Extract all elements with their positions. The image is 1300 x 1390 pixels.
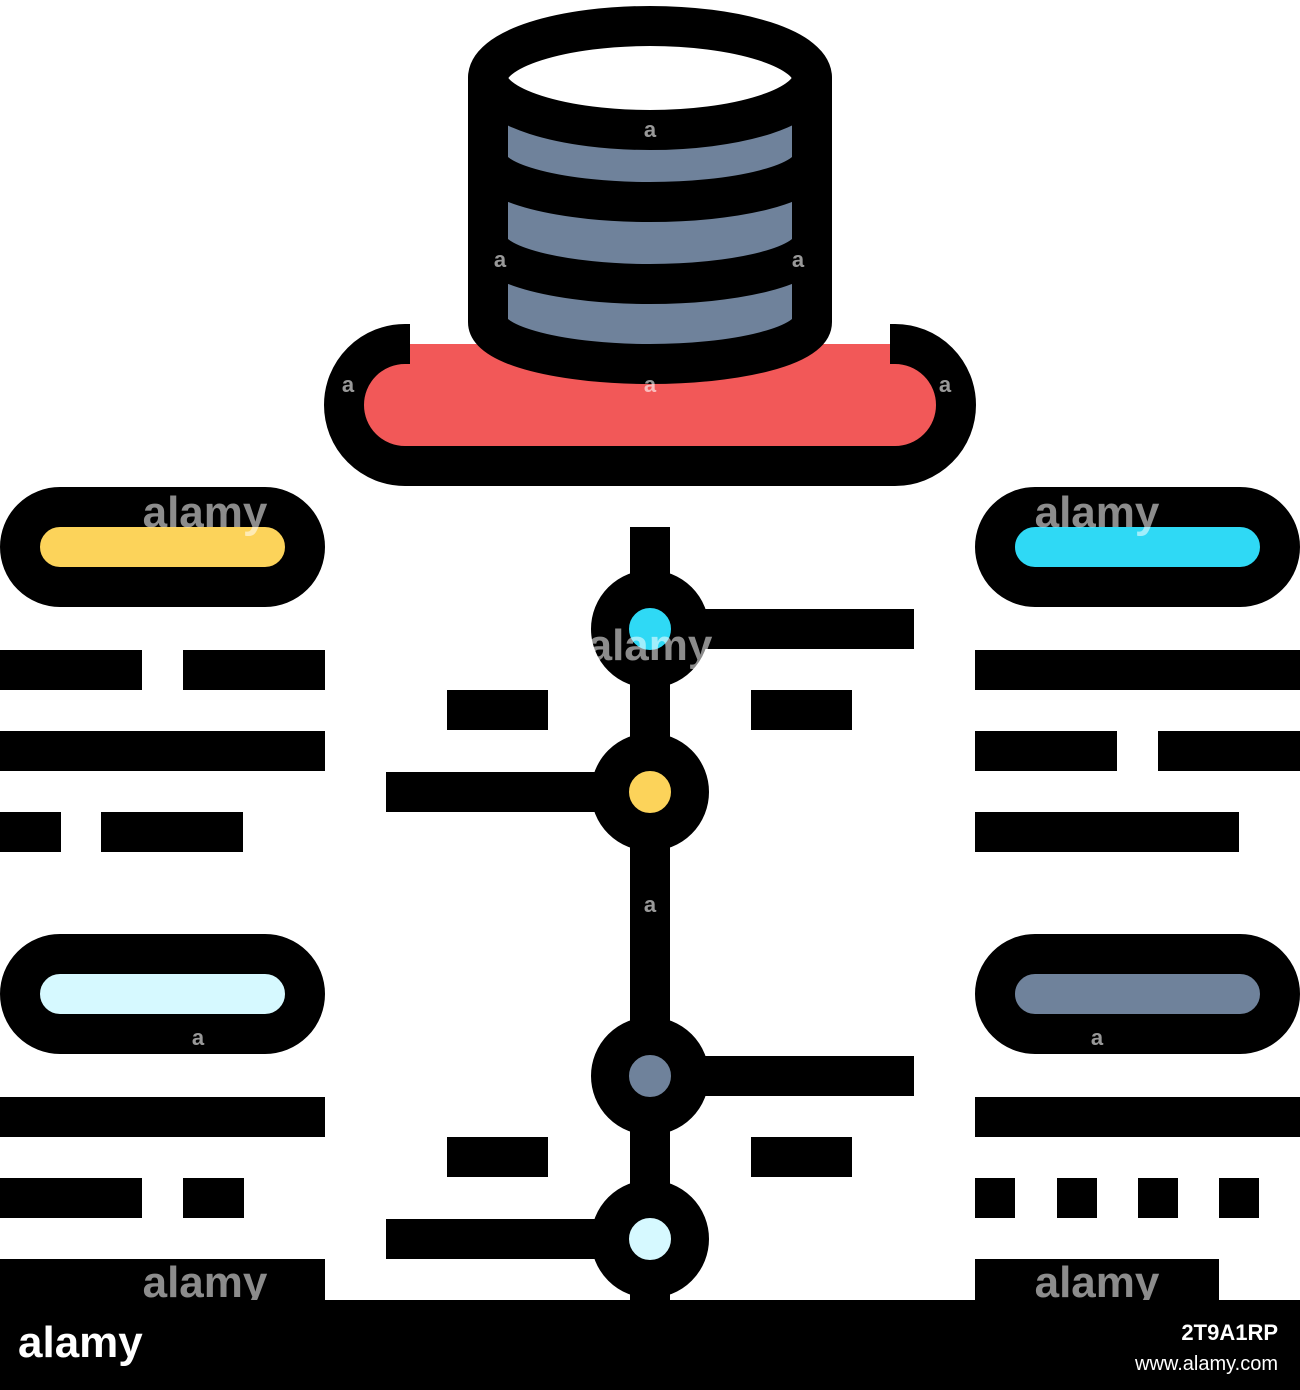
- watermark-letter: a: [644, 117, 657, 142]
- footer-logo: alamy: [18, 1318, 143, 1367]
- pill-light-blue: [0, 934, 325, 1054]
- watermark-text: alamy: [588, 621, 713, 670]
- watermark-text: alamy: [143, 488, 268, 537]
- watermark-letter: a: [1091, 1025, 1104, 1050]
- text-lines-right-upper: [975, 650, 1300, 852]
- pill-yellow: [0, 487, 325, 607]
- timeline-node-slate: [591, 1017, 709, 1135]
- text-lines-left-lower: [0, 1097, 325, 1304]
- timeline-node-cyan: [591, 570, 709, 688]
- database-cylinder-icon: [468, 6, 832, 384]
- watermark-letter: a: [939, 372, 952, 397]
- watermark-text: alamy: [1035, 488, 1160, 537]
- watermark-letter: a: [644, 892, 657, 917]
- watermark-letter: a: [792, 247, 805, 272]
- watermark-letter: a: [644, 372, 657, 397]
- pill-slate: [975, 934, 1300, 1054]
- footer-image-id: 2T9A1RP: [1181, 1320, 1278, 1345]
- watermark-letter: a: [342, 372, 355, 397]
- watermark-text: alamy: [1035, 1258, 1160, 1307]
- timeline-nodes-icon: [386, 527, 914, 1307]
- pill-cyan: [975, 487, 1300, 607]
- watermark-letter: a: [494, 247, 507, 272]
- footer-url: www.alamy.com: [1134, 1353, 1278, 1375]
- text-lines-left-upper: [0, 650, 325, 852]
- timeline-node-light-blue: [591, 1180, 709, 1298]
- watermark-letter: a: [192, 1025, 205, 1050]
- text-lines-right-lower: [975, 1097, 1300, 1304]
- timeline-node-yellow: [591, 733, 709, 851]
- footer-bar: alamy 2T9A1RP www.alamy.com: [0, 1300, 1300, 1390]
- database-base: [324, 324, 976, 486]
- watermark-text: alamy: [143, 1258, 268, 1307]
- watermark-overlay: alamy alamy alamy alamy alamy a a a a a …: [143, 117, 1160, 1307]
